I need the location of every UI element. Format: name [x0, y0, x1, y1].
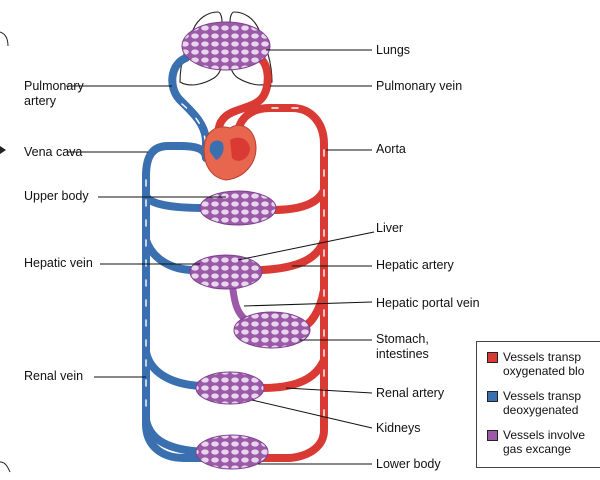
label-pulmonary-artery: Pulmonary artery	[24, 79, 84, 108]
label-vena-cava: Vena cava	[24, 145, 83, 159]
left-edge-mark	[0, 31, 9, 47]
lower-body-capillaries	[195, 434, 269, 470]
label-hepatic-portal-vein: Hepatic portal vein	[376, 296, 480, 310]
label-stomach-intestines: Stomach, intestines	[376, 332, 429, 361]
lungs-capillaries	[181, 21, 271, 71]
legend-text: Vessels transp oxygenated blo	[503, 350, 585, 378]
label-lower-body: Lower body	[376, 457, 441, 471]
liver-capillaries	[189, 254, 263, 290]
heart	[203, 124, 257, 181]
label-kidneys: Kidneys	[376, 421, 421, 435]
label-renal-artery: Renal artery	[376, 386, 445, 400]
veins	[142, 54, 210, 462]
vein-highlights	[145, 103, 207, 421]
purple-swatch	[487, 430, 498, 441]
left-edge-arrow	[0, 146, 6, 154]
upper-body-capillaries	[199, 190, 277, 226]
label-aorta: Aorta	[376, 142, 406, 156]
kidney-capillaries	[195, 371, 265, 405]
label-renal-vein: Renal vein	[24, 369, 84, 383]
capillary-beds	[181, 21, 311, 470]
label-hepatic-vein: Hepatic vein	[24, 256, 93, 270]
stomach-capillaries	[233, 311, 311, 349]
label-liver: Liver	[376, 221, 404, 235]
red-swatch	[487, 352, 498, 363]
label-hepatic-artery: Hepatic artery	[376, 258, 454, 272]
legend-text: Vessels transp deoxygenated	[503, 389, 582, 417]
legend-text: Vessels involve gas excange	[503, 428, 586, 456]
lungs-outline	[179, 11, 273, 86]
artery-highlights	[271, 107, 325, 429]
label-lungs: Lungs	[376, 43, 411, 57]
label-upper-body: Upper body	[24, 189, 89, 203]
left-edge-mark	[0, 461, 11, 473]
leader-lines	[66, 49, 375, 465]
blue-swatch	[487, 391, 498, 402]
label-pulmonary-vein: Pulmonary vein	[376, 79, 463, 93]
legend: Vessels transp oxygenated blo Vessels tr…	[476, 341, 600, 468]
